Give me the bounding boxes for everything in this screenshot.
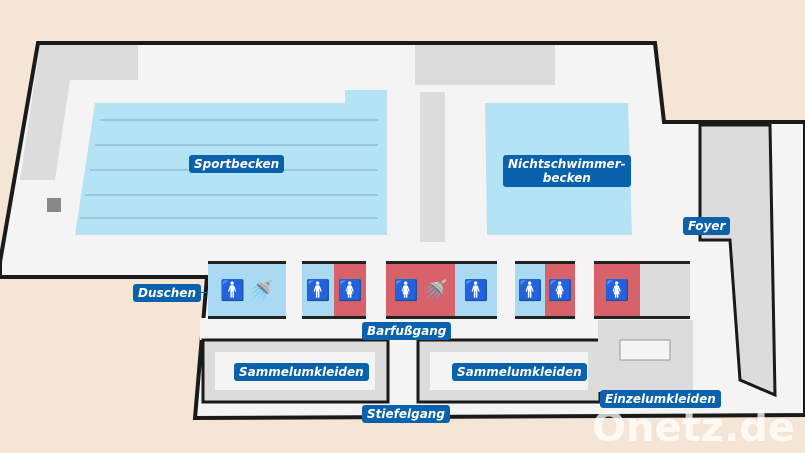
woman-icon: 🚺	[547, 278, 573, 302]
shower-women-1: 🚺🚿	[386, 261, 455, 319]
label-line: becken	[542, 171, 591, 185]
right-rooms	[698, 123, 777, 398]
grey-block	[47, 198, 61, 212]
toilet-women-1: 🚺	[334, 261, 366, 319]
grey-area-top-left	[20, 45, 138, 180]
man-icon: 🚹	[305, 278, 331, 302]
grey-column	[420, 92, 445, 242]
label-sammelumkleiden-1: Sammelumkleiden	[234, 363, 369, 381]
label-duschen: Duschen	[133, 284, 201, 302]
storage-room	[640, 261, 690, 319]
label-einzelumkleiden: Einzelumkleiden	[600, 390, 721, 408]
shower-men-1: 🚹🚿	[208, 261, 286, 319]
label-nichtschwimmerbecken: Nichtschwimmer-becken	[503, 155, 631, 187]
label-foyer: Foyer	[683, 217, 731, 235]
shower-women-2: 🚺	[594, 261, 640, 319]
woman-icon: 🚺	[604, 278, 630, 302]
toilet-women-2: 🚺	[545, 261, 575, 319]
man-icon: 🚹	[220, 278, 245, 302]
label-connector	[196, 292, 208, 293]
woman-icon: 🚺	[337, 278, 363, 302]
watermark-logo: Onetz.de	[592, 405, 795, 451]
shower-icon: 🚿	[422, 278, 448, 302]
man-icon: 🚹	[517, 278, 543, 302]
shower-men-2: 🚹	[455, 261, 497, 319]
label-sammelumkleiden-2: Sammelumkleiden	[452, 363, 587, 381]
man-icon: 🚹	[463, 278, 489, 302]
label-line: Nichtschwimmer-	[508, 157, 626, 171]
label-sportbecken: Sportbecken	[189, 155, 285, 173]
toilet-men-2: 🚹	[515, 261, 545, 319]
shower-icon: 🚿	[249, 278, 274, 302]
label-barfussgang: Barfußgang	[362, 322, 452, 340]
label-stiefelgang: Stiefelgang	[362, 405, 450, 423]
toilet-men-1: 🚹	[302, 261, 334, 319]
grey-area-top	[415, 45, 555, 85]
woman-icon: 🚺	[393, 278, 419, 302]
